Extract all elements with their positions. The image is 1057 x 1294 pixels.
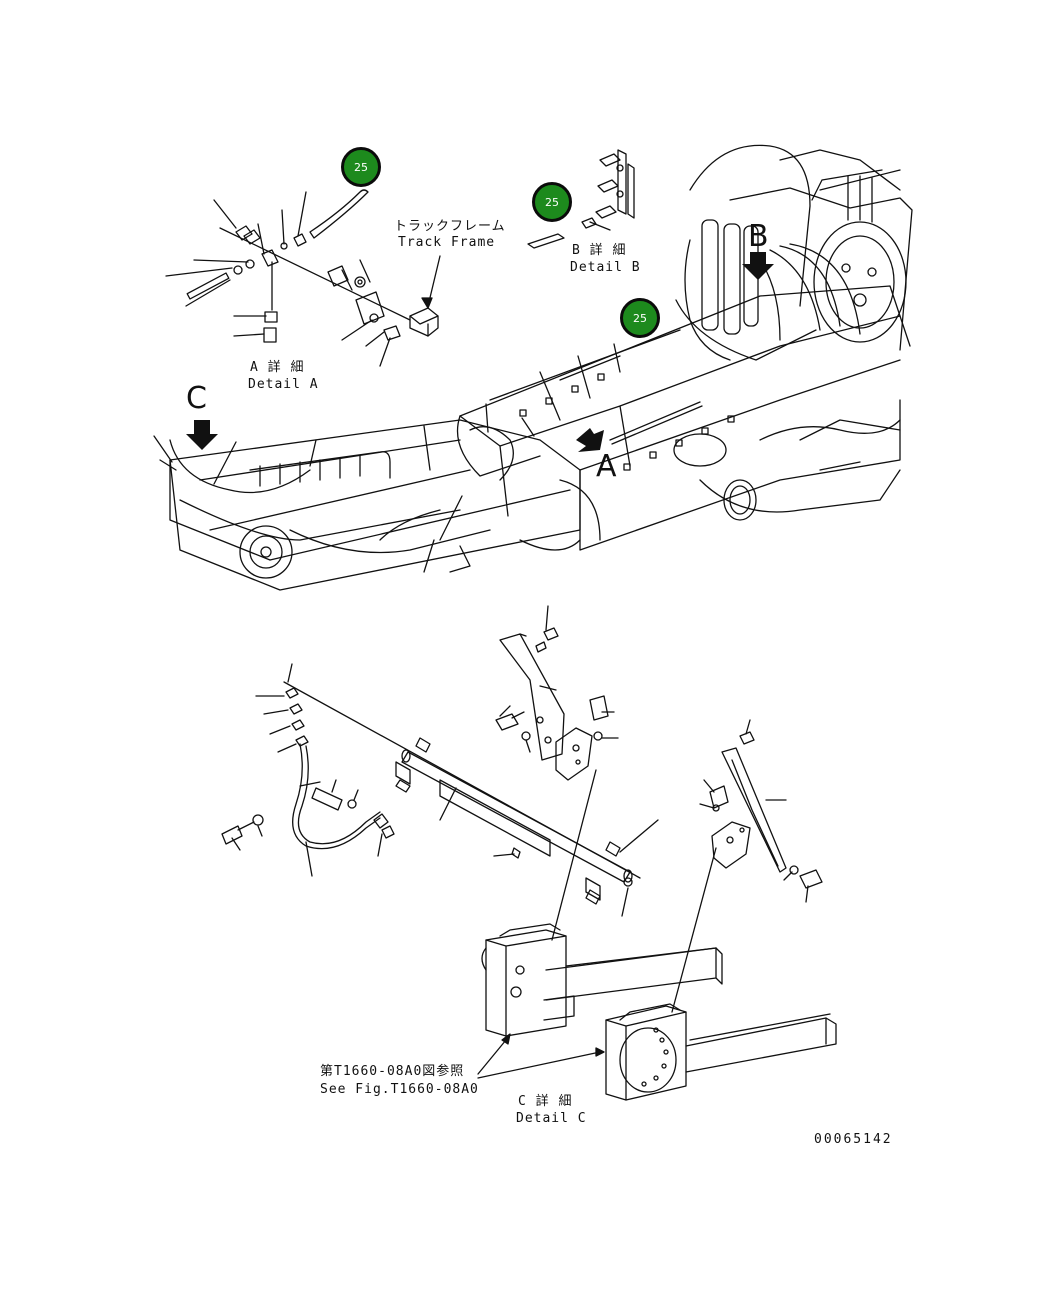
detail-c-label-jp: C 詳 細 xyxy=(518,1094,573,1109)
detail-a-exploded-view xyxy=(165,189,441,367)
callout-badge-25[interactable]: 25 xyxy=(620,298,660,338)
detail-b-exploded-view xyxy=(527,149,635,249)
detail-c-label-en: Detail C xyxy=(516,1111,587,1126)
see-fig-label-en: See Fig.T1660-08A0 xyxy=(320,1082,479,1097)
view-arrows xyxy=(186,252,774,452)
detail-c-exploded-view xyxy=(221,605,823,1013)
main-frame-assembly xyxy=(456,144,913,551)
detail-a-label-jp: A 詳 細 xyxy=(250,360,305,375)
view-label-c: C xyxy=(186,381,207,416)
drawing-number: 00065142 xyxy=(814,1132,893,1147)
track-frame-label-en: Track Frame xyxy=(398,235,496,250)
view-label-a: A xyxy=(596,449,617,484)
callout-badge-25[interactable]: 25 xyxy=(341,147,381,187)
track-frame-ends xyxy=(477,923,837,1101)
detail-b-label-jp: B 詳 細 xyxy=(572,243,627,258)
detail-b-label-en: Detail B xyxy=(570,260,641,275)
detail-a-label-en: Detail A xyxy=(248,377,319,392)
track-frame-label-jp: トラックフレーム xyxy=(394,219,506,234)
see-fig-label-jp: 第T1660-08A0図参照 xyxy=(320,1064,465,1079)
track-frame xyxy=(153,343,621,591)
callout-badge-25[interactable]: 25 xyxy=(532,182,572,222)
view-label-b: B xyxy=(748,219,769,254)
